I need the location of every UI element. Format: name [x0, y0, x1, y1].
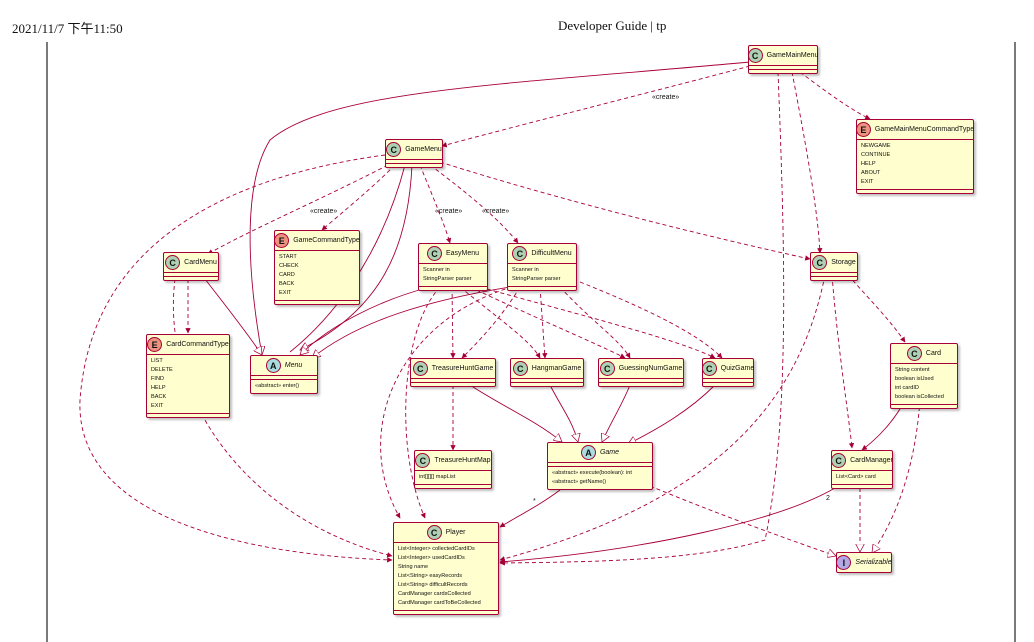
edge-easymenu-player [405, 286, 441, 519]
edge-mainmenu-commandtype [799, 71, 871, 120]
edge-easymenu-quiz [479, 286, 716, 359]
class-icon: C [426, 246, 442, 261]
edge-guessing-game [602, 384, 631, 442]
page-title: Developer Guide | tp [558, 18, 667, 33]
create-label-2: «create» [310, 208, 337, 215]
create-label-4: «create» [482, 208, 509, 215]
edge-difficultmenu-treasurehunt [461, 286, 521, 359]
edge-easymenu-treasurehunt [450, 286, 456, 359]
edge-cardmanager-player [499, 487, 836, 565]
class-icon: C [512, 361, 528, 376]
print-timestamp: 2021/11/7 下午11:50 [12, 21, 123, 36]
edge-difficultmenu-hangman [539, 286, 548, 359]
edge-difficultmenu-player [380, 286, 513, 519]
class-icon: C [512, 246, 528, 261]
edge-cardmenu-player [173, 278, 393, 558]
interface-icon: I [836, 555, 852, 570]
edge-quiz-game [628, 384, 716, 444]
enum-icon: E [147, 337, 163, 352]
abstract-icon: A [265, 358, 281, 373]
edge-gamemenu-storage [439, 161, 811, 261]
edge-gamemenu-player [79, 154, 393, 563]
edge-storage-card [847, 274, 906, 343]
multiplicity-game: * [533, 498, 536, 505]
class-icon: C [701, 361, 717, 376]
class-icon: C [599, 361, 615, 376]
class-icon: C [426, 525, 442, 540]
edge-gamemenu-commandtype [321, 164, 396, 231]
class-icon: C [412, 361, 428, 376]
edge-storage-player [499, 274, 826, 562]
edge-game-player [499, 489, 561, 528]
edge-storage-cardmanager [831, 274, 855, 449]
edge-difficultmenu-quiz [579, 281, 723, 359]
class-icon: C [831, 453, 847, 468]
edge-treasurehunt-game [469, 384, 562, 442]
class-icon: C [906, 346, 922, 361]
class-icon: C [386, 142, 402, 157]
edge-easymenu-guessing [469, 286, 626, 359]
edge-hangman-game [549, 384, 578, 442]
enum-icon: E [274, 233, 290, 248]
edge-card-serializable [872, 399, 921, 553]
edge-gamemenu-menu [300, 164, 413, 350]
edge-gamemenu-easymenu [419, 164, 452, 244]
class-icon: C [415, 453, 431, 468]
edge-difficultmenu-menu [312, 286, 511, 358]
abstract-icon: A [580, 445, 596, 460]
edge-mainmenu-gamemenu [441, 65, 751, 148]
edge-mainmenu-storage [791, 71, 823, 254]
multiplicity-cardmanager: 2 [826, 495, 830, 502]
create-label-1: «create» [652, 94, 679, 101]
create-label-3: «create» [435, 208, 462, 215]
edge-gamemenu-difficultmenu [429, 164, 519, 244]
edge-easymenu-menu [300, 286, 431, 355]
edge-difficultmenu-guessing [559, 286, 631, 359]
class-icon: C [747, 48, 763, 63]
edge-easymenu-hangman [459, 286, 541, 359]
edge-mainmenu-menu [249, 61, 751, 355]
enum-icon: E [855, 122, 871, 137]
edge-cardmenu-menu [204, 278, 262, 355]
class-icon: C [165, 255, 181, 270]
class-icon: C [812, 255, 828, 270]
